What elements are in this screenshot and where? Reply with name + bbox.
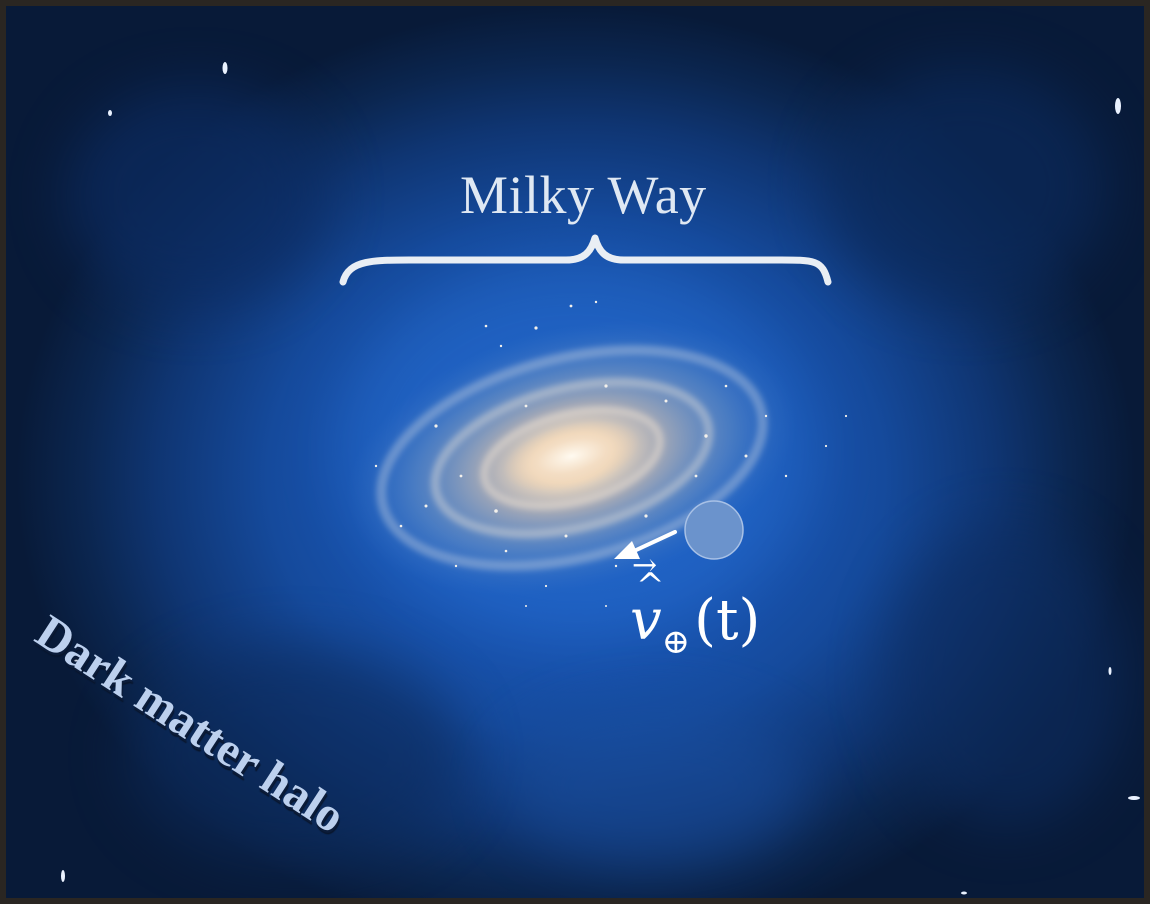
halo-cloud (886, 526, 1126, 826)
earth-velocity-label: → ^ v ⊕(t) (630, 548, 761, 662)
velocity-symbol: → ^ v (630, 548, 665, 653)
earth-disc-icon (684, 500, 744, 560)
dark-matter-halo-image: Milky Way Dark matter halo → ^ v ⊕(t) (6, 6, 1144, 898)
velocity-letter: v (630, 588, 662, 653)
halo-cloud (826, 66, 1106, 306)
halo-cloud (126, 646, 466, 866)
galaxy-disc (346, 320, 798, 596)
earth-subscript: ⊕ (661, 622, 691, 662)
galaxy-stars (374, 300, 848, 607)
halo-cloud (66, 86, 326, 306)
time-argument: (t) (694, 588, 761, 653)
milky-way-label: Milky Way (460, 165, 707, 225)
velocity-arrow-icon (614, 530, 677, 559)
halo-cloud (506, 706, 806, 866)
vector-arrow-glyph: → (632, 548, 658, 583)
field-stars (61, 62, 1140, 895)
curly-brace-icon (339, 234, 832, 286)
galaxy-illustration (61, 62, 1140, 895)
hat-glyph: ^ (636, 566, 665, 606)
